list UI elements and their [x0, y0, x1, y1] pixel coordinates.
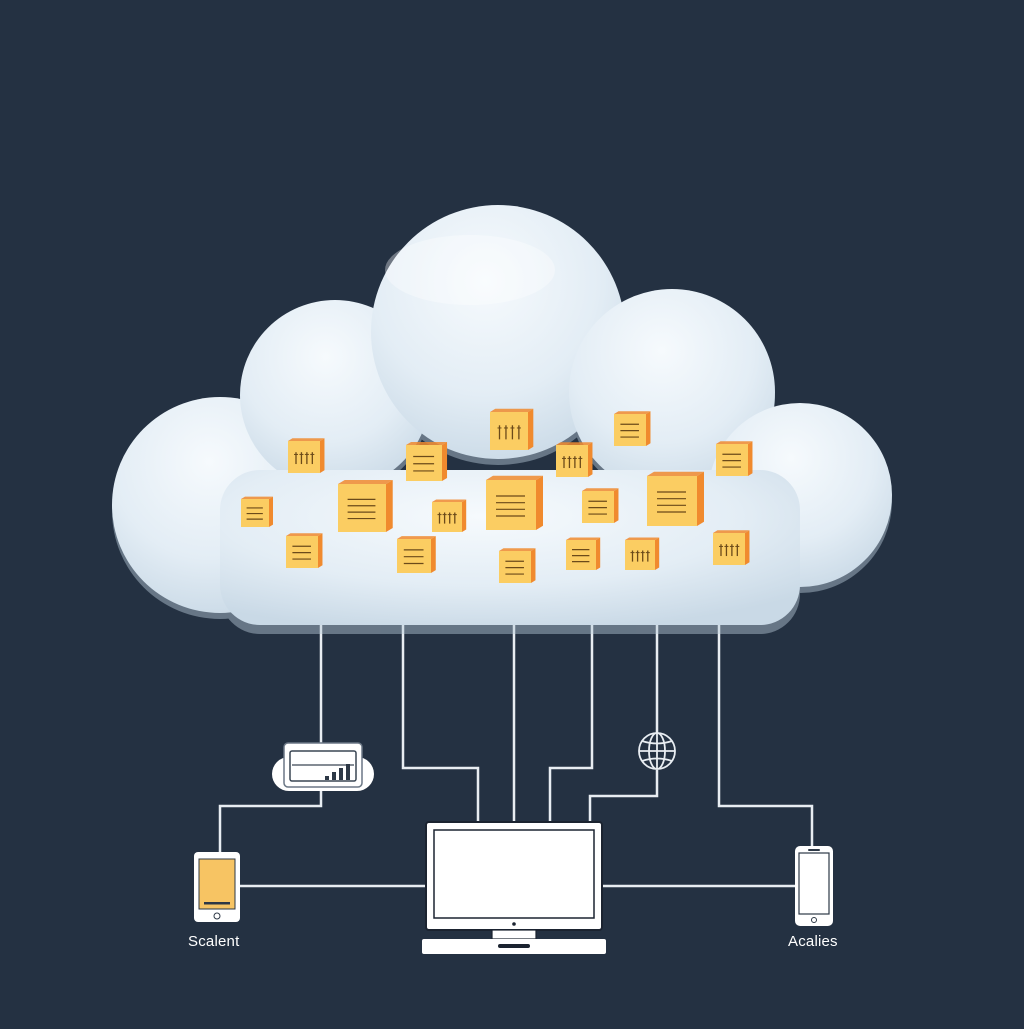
monitor-icon	[422, 821, 606, 954]
data-box-icon	[406, 441, 448, 481]
data-box-icon	[499, 548, 536, 583]
connection-lines	[218, 625, 814, 888]
data-box-icon	[241, 496, 273, 527]
data-box-icon	[490, 408, 534, 450]
data-box-icon	[582, 488, 619, 523]
data-box-icon	[614, 411, 651, 446]
data-box-icon	[338, 479, 393, 532]
data-box-icon	[625, 537, 660, 570]
phone-icon	[795, 846, 833, 926]
data-box-icon	[566, 537, 601, 570]
phone-label: Acalies	[788, 933, 838, 950]
line-cloud-to-monitor-1	[401, 625, 480, 822]
data-box-icon	[556, 442, 593, 477]
data-box-icon	[713, 530, 750, 565]
tablet-label: Scalent	[188, 933, 240, 950]
line-cloud-to-monitor-3	[548, 625, 594, 822]
line-globe-to-monitor	[588, 770, 659, 822]
data-boxes	[241, 408, 753, 583]
data-box-icon	[647, 471, 704, 526]
data-box-icon	[397, 536, 436, 573]
tablet-icon	[194, 852, 240, 922]
router-icon	[272, 742, 374, 791]
data-box-icon	[288, 438, 325, 473]
data-box-icon	[486, 475, 543, 530]
line-router-to-tablet	[218, 790, 323, 852]
data-box-icon	[286, 533, 323, 568]
line-cloud-to-phone	[717, 625, 814, 846]
globe-icon	[638, 732, 676, 770]
data-box-icon	[432, 499, 467, 532]
data-box-icon	[716, 441, 753, 476]
